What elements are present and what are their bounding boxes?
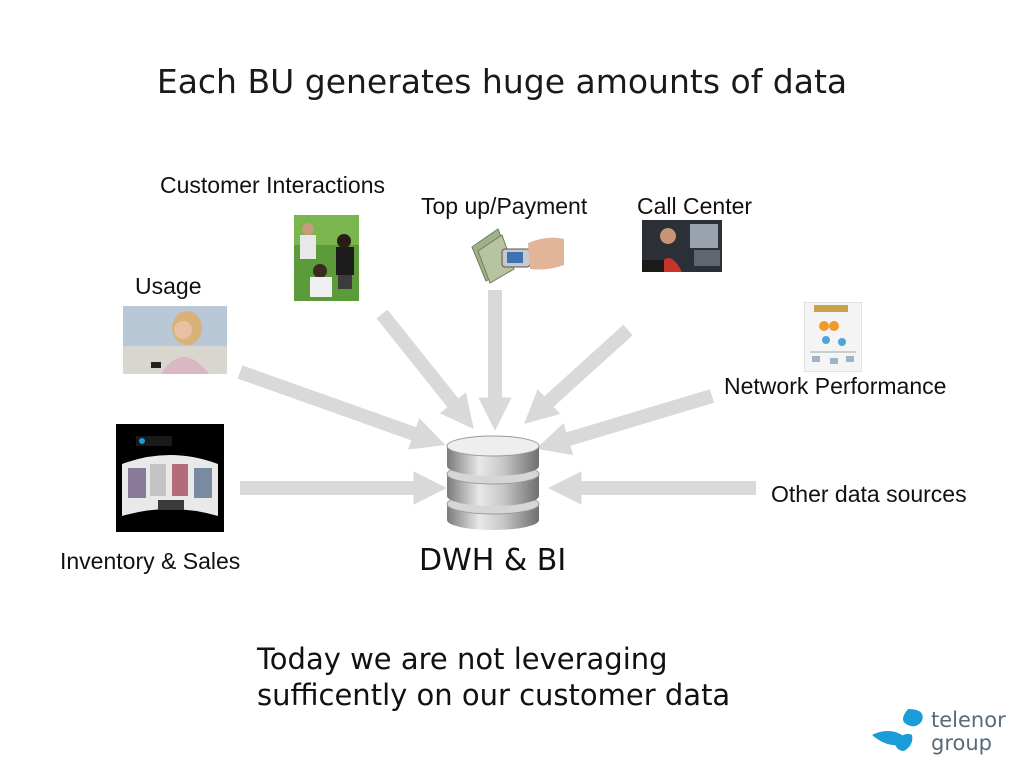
slide-title: Each BU generates huge amounts of data [156, 62, 848, 101]
arrow-network-performance [536, 389, 715, 456]
arrow-customer-interactions [376, 309, 474, 430]
arrow-call-center [524, 324, 633, 425]
other-data-sources-label: Other data sources [771, 481, 967, 507]
telenor-wordmark: telenor group [931, 709, 1006, 755]
usage-photo [123, 306, 227, 374]
telenor-logo-icon [872, 709, 923, 751]
usage-label: Usage [135, 273, 202, 299]
dwh-bi-label: DWH & BI [419, 543, 567, 578]
topup-payment-label: Top up/Payment [421, 193, 588, 219]
call-center-photo [642, 220, 722, 272]
arrow-usage [237, 365, 446, 450]
brand-line-1: telenor [931, 708, 1006, 732]
customer-interactions-photo [294, 215, 359, 301]
inventory-sales-label: Inventory & Sales [60, 548, 241, 574]
footer-line-1: Today we are not leveraging [257, 642, 668, 676]
brand-line-2: group [931, 731, 992, 755]
call-center-label: Call Center [637, 193, 753, 219]
customer-interactions-label: Customer Interactions [160, 172, 385, 198]
inventory-sales-photo [116, 424, 224, 532]
footer-statement: Today we are not leveraging sufficently … [257, 641, 730, 713]
database-icon [446, 435, 540, 530]
network-performance-photo [804, 302, 862, 372]
network-performance-label: Network Performance [724, 373, 947, 399]
footer-line-2: sufficently on our customer data [257, 678, 731, 712]
topup-payment-photo [468, 225, 568, 285]
